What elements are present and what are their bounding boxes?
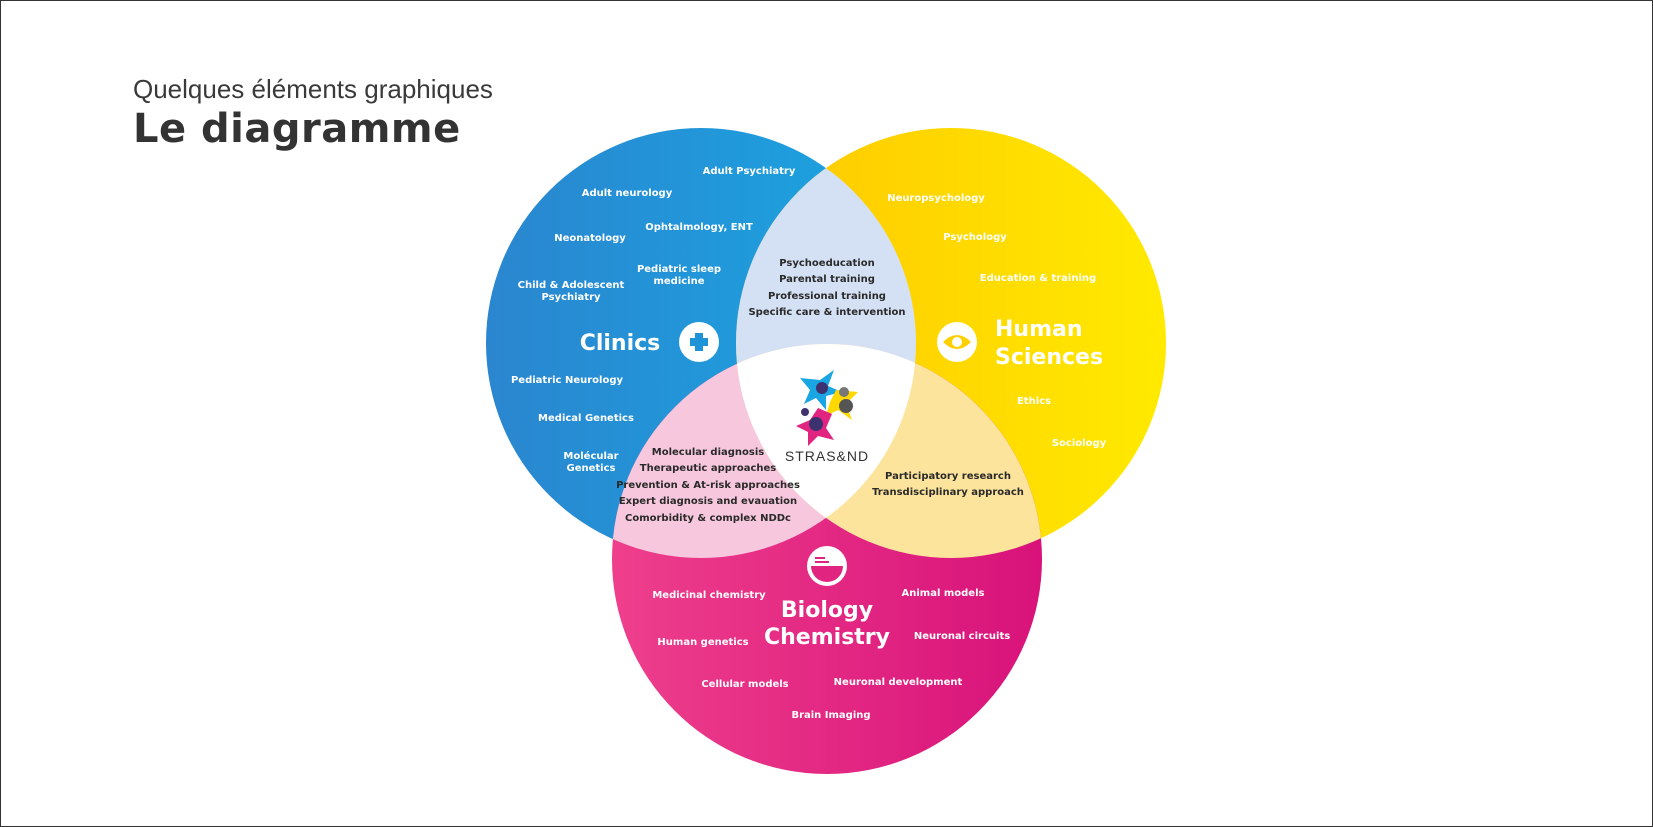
overlap-ch-item: Psychoeducation	[779, 258, 874, 269]
clinics-item: Adult neurology	[582, 188, 673, 199]
human-title-line1: Human	[995, 317, 1083, 342]
overlap-hb-item: Participatory research	[885, 471, 1011, 482]
clinics-item: Molécular	[563, 450, 618, 462]
clinics-item: Pediatric sleep	[637, 264, 721, 275]
bio-item: Medicinal chemistry	[652, 590, 766, 601]
bio-item: Neuronal circuits	[914, 631, 1010, 642]
overlap-ch-item: Professional training	[768, 291, 886, 302]
bio-title-line2: Chemistry	[764, 625, 890, 650]
plus-icon	[679, 322, 719, 362]
clinics-item: Genetics	[567, 463, 616, 474]
bio-title-line1: Biology	[781, 598, 873, 623]
bio-item: Human genetics	[657, 637, 748, 648]
overlap-hb-item: Transdisciplinary approach	[872, 487, 1024, 498]
clinics-item: Child & Adolescent	[518, 280, 625, 291]
clinics-item: Pediatric Neurology	[511, 375, 624, 386]
overlap-cb-item: Comorbidity & complex NDDc	[625, 513, 791, 524]
clinics-item: Adult Psychiatry	[703, 166, 796, 177]
human-item: Psychology	[943, 232, 1007, 243]
overlap-ch-item: Parental training	[779, 274, 875, 285]
slide-title: Le diagramme	[133, 106, 461, 152]
human-item: Education & training	[980, 273, 1096, 284]
overlap-cb-item: Therapeutic approaches	[640, 463, 777, 474]
overlap-cb-item: Expert diagnosis and evauation	[619, 496, 797, 507]
human-title-line2: Sciences	[995, 345, 1103, 370]
overlap-ch-item: Specific care & intervention	[748, 307, 905, 318]
clinics-item: Psychiatry	[541, 292, 601, 303]
overlap-cb-item: Molecular diagnosis	[652, 447, 765, 458]
bio-item: Cellular models	[701, 679, 788, 690]
clinics-item: Medical Genetics	[538, 413, 634, 424]
bio-item: Animal models	[902, 588, 985, 599]
flask-icon	[807, 546, 847, 586]
eye-icon	[937, 322, 977, 362]
clinics-item: Neonatology	[554, 233, 626, 244]
clinics-item: medicine	[653, 276, 704, 287]
overlap-human-bio	[736, 344, 1042, 558]
clinics-title: Clinics	[580, 331, 661, 356]
human-item: Ethics	[1017, 396, 1051, 407]
strasnd-logo-text: STRAS&ND	[785, 448, 869, 464]
overlap-cb-item: Prevention & At-risk approaches	[616, 480, 800, 491]
clinics-item: Ophtalmology, ENT	[645, 222, 753, 233]
human-item: Sociology	[1052, 438, 1107, 449]
bio-item: Brain Imaging	[791, 710, 870, 721]
overlap-clinics-bio	[612, 344, 916, 558]
slide-kicker: Quelques éléments graphiques	[133, 74, 493, 104]
human-item: Neuropsychology	[887, 193, 985, 204]
bio-item: Neuronal development	[834, 677, 963, 688]
strasnd-logo-icon	[796, 370, 858, 446]
